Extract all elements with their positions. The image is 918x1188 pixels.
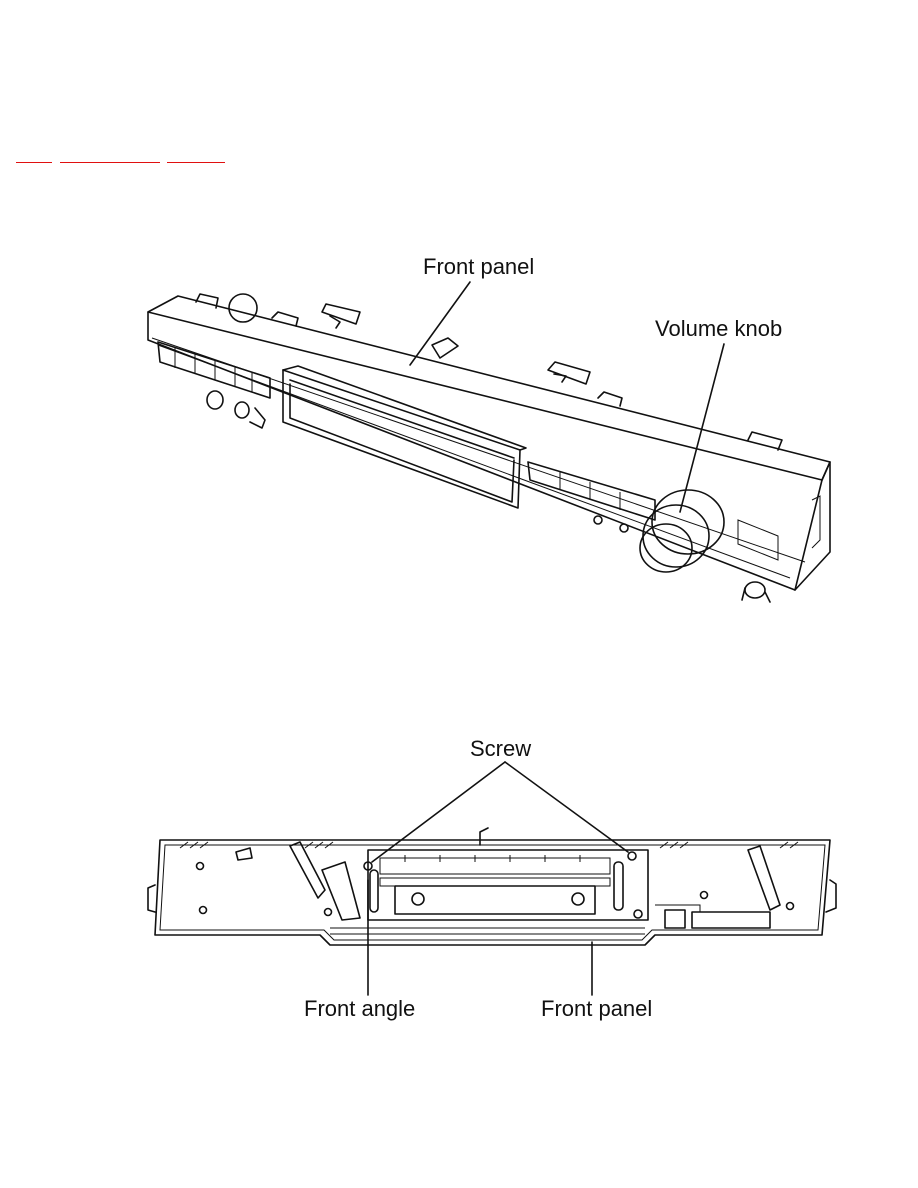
label-screw: Screw bbox=[470, 736, 531, 761]
front-panel-leader bbox=[410, 282, 470, 365]
label-volume-knob: Volume knob bbox=[655, 316, 782, 341]
label-front-angle: Front angle bbox=[304, 996, 415, 1021]
screw-leader-left bbox=[372, 762, 505, 862]
label-front-panel-top: Front panel bbox=[423, 254, 534, 279]
front-panel-rear-drawing bbox=[148, 828, 836, 945]
screw-leader-right bbox=[505, 762, 628, 852]
label-front-panel-bottom: Front panel bbox=[541, 996, 652, 1021]
volume-knob-leader bbox=[680, 344, 724, 512]
